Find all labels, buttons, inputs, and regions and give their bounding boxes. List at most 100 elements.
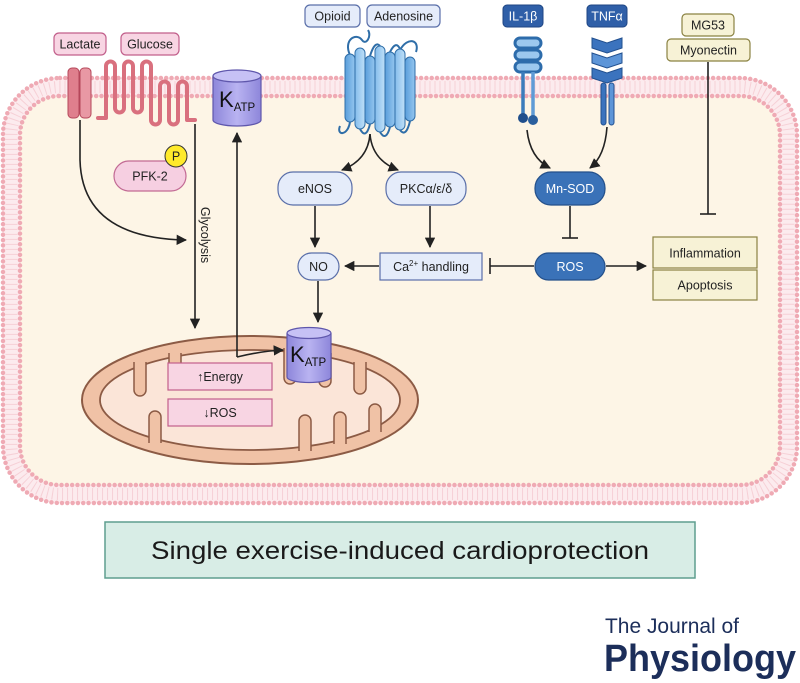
inflammation-box xyxy=(652,236,758,269)
mnsod-node: Mn-SOD xyxy=(534,171,606,206)
adenosine-label-text: Adenosine xyxy=(374,10,433,24)
mg53-label: MG53 xyxy=(681,13,735,37)
mnsod-box xyxy=(534,171,606,206)
il1b-receptor-domain xyxy=(513,48,543,62)
opioid-label-text: Opioid xyxy=(314,10,350,24)
gpcr-receptor xyxy=(338,29,418,137)
pfk2-box xyxy=(113,160,187,192)
gpcr-loops xyxy=(359,40,418,137)
enos-box xyxy=(277,171,353,206)
journal-line2: Physiology xyxy=(604,638,796,680)
myonectin-label-box xyxy=(666,38,751,62)
phosphate-badge xyxy=(164,144,188,168)
arrow-lactate-to-glycolysis xyxy=(79,120,188,246)
mito-katp-body xyxy=(286,333,332,384)
glucose-label: Glucose xyxy=(120,32,180,56)
myonectin-label: Myonectin xyxy=(666,38,751,62)
ca-handling-label: Ca2+ handling xyxy=(393,259,469,274)
enos-node: eNOS xyxy=(277,171,353,206)
glucose-label-text: Glucose xyxy=(127,38,173,52)
gpcr-loop xyxy=(389,44,401,53)
gpcr-helix xyxy=(374,45,386,133)
katp-channel-body xyxy=(212,76,262,127)
tnfa-receptor-domain xyxy=(591,67,623,84)
tnfa-receptor-stem xyxy=(608,82,615,126)
opioid-label: Opioid xyxy=(304,4,361,28)
gpcr-helix xyxy=(344,53,356,123)
gpcr-helix xyxy=(404,56,416,122)
mnsod-label: Mn-SOD xyxy=(546,182,595,196)
il1b-receptor-domain xyxy=(513,36,543,50)
tnfa-receptor-domain xyxy=(591,52,623,69)
inflammation-label: Inflammation xyxy=(669,247,741,261)
tnfa-receptor-domain xyxy=(591,37,623,54)
journal-line1: The Journal of xyxy=(605,615,739,638)
arrow-tnfa-to-mnsod xyxy=(589,126,608,169)
crista xyxy=(333,411,347,444)
il1b-label: IL-1β xyxy=(502,4,544,28)
ca-handling-box xyxy=(379,252,483,281)
energy-label: ↑Energy xyxy=(197,370,244,384)
gpcr-helix xyxy=(384,51,396,128)
ros-box xyxy=(534,252,606,281)
crista xyxy=(148,410,162,443)
opioid-label-box xyxy=(304,4,361,28)
tnfa-receptor xyxy=(591,37,623,126)
glycolysis-label: Glycolysis xyxy=(198,207,212,263)
enos-label: eNOS xyxy=(298,182,332,196)
glucose-label-box xyxy=(120,32,180,56)
crista xyxy=(368,403,382,432)
il1b-label-box xyxy=(502,4,544,28)
pfk2-label: PFK-2 xyxy=(132,170,167,184)
arrow-il1b-to-mnsod xyxy=(526,129,551,169)
no-node: NO xyxy=(297,252,340,281)
katp-channel-mitochondrial: KATP xyxy=(286,326,332,384)
journal-logo: The Journal of Physiology xyxy=(604,615,796,680)
energy-box: ↑Energy xyxy=(167,362,273,391)
pfk2: PFK-2 P xyxy=(113,144,188,192)
katp-subscript: ATP xyxy=(234,102,256,114)
il1b-receptor-tir-domain xyxy=(528,115,538,125)
il1b-receptor-domain xyxy=(513,60,543,74)
mito-ros-box-rect xyxy=(167,398,273,427)
katp-channel-label: KATP xyxy=(219,87,256,114)
pkc-label: PKCα/ε/δ xyxy=(400,182,452,196)
crista xyxy=(133,362,147,397)
glucose-transporter xyxy=(96,59,197,127)
crista xyxy=(298,414,312,451)
gpcr-helices xyxy=(344,45,416,133)
ca-handling-node: Ca2+ handling xyxy=(379,252,483,281)
arrow-energy-to-mito-katp xyxy=(236,345,285,358)
gpcr-loop xyxy=(359,123,371,135)
title-banner: Single exercise-induced cardioprotection xyxy=(104,521,696,579)
tnfa-label-text: TNFα xyxy=(591,10,623,24)
adenosine-label: Adenosine xyxy=(366,4,441,28)
lactate-transporter xyxy=(67,67,92,119)
tnfa-label: TNFα xyxy=(586,4,628,28)
gpcr-n-terminus xyxy=(347,29,371,56)
title-text: Single exercise-induced cardioprotection xyxy=(151,537,649,565)
tnfa-label-box xyxy=(586,4,628,28)
katp-channel-top xyxy=(212,69,262,83)
mito-katp-label: KATP xyxy=(290,342,327,369)
arrow-receptor-to-pkc xyxy=(369,133,399,172)
mito-katp-top xyxy=(286,326,332,340)
mito-ros-label: ↓ROS xyxy=(203,406,236,420)
lactate-label: Lactate xyxy=(53,32,107,56)
il1b-label-text: IL-1β xyxy=(509,10,538,24)
pkc-box xyxy=(385,171,467,206)
gpcr-loop xyxy=(399,40,418,53)
myonectin-label-text: Myonectin xyxy=(680,44,737,58)
phosphate-label: P xyxy=(172,150,180,164)
pkc-node: PKCα/ε/δ xyxy=(385,171,467,206)
arrows xyxy=(79,62,716,358)
apoptosis-label: Apoptosis xyxy=(678,279,733,293)
lactate-label-box xyxy=(53,32,107,56)
mito-katp-subscript: ATP xyxy=(305,357,327,369)
mito-katp-main: K xyxy=(290,342,305,367)
gpcr-loop xyxy=(399,120,411,134)
katp-main: K xyxy=(219,87,234,112)
gpcr-helix xyxy=(394,48,406,131)
apoptosis-node: Apoptosis xyxy=(652,269,758,301)
mitochondrion: ↑Energy ↓ROS xyxy=(81,335,419,465)
